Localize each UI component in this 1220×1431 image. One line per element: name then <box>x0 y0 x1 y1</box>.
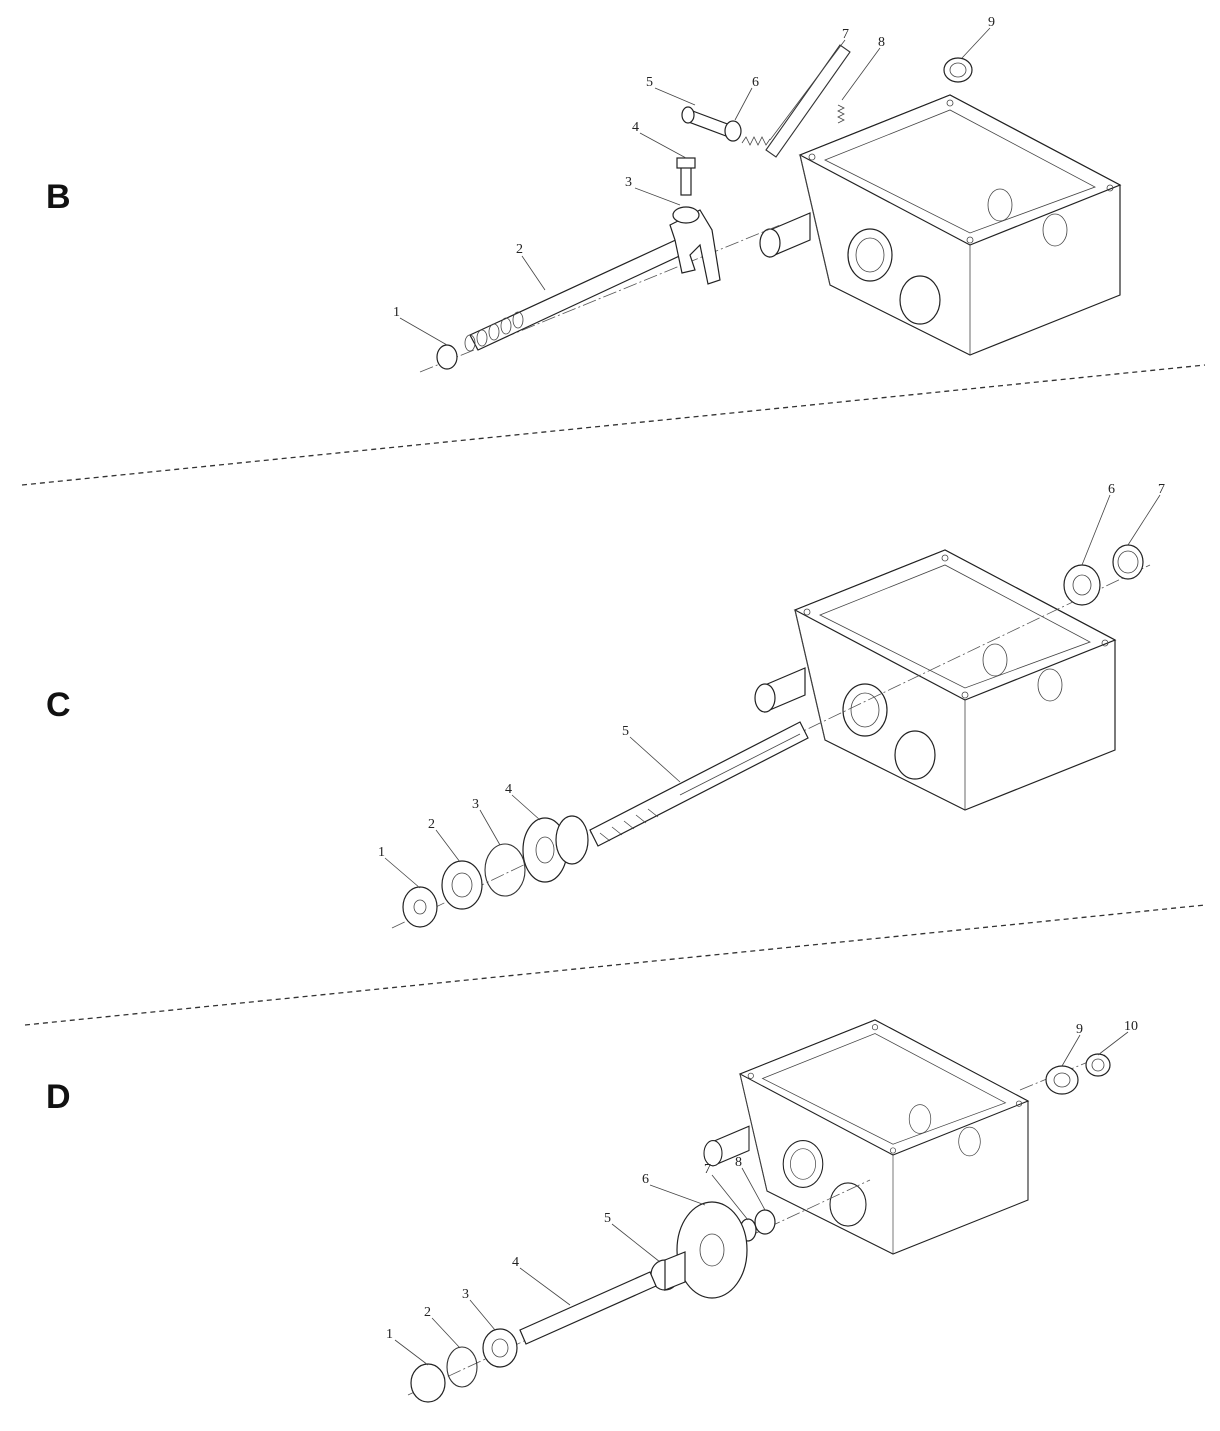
callout-b-7: 7 <box>842 27 849 42</box>
callout-c-3: 3 <box>472 797 479 812</box>
callout-c-4: 4 <box>505 782 512 797</box>
callout-d-7: 7 <box>704 1162 711 1177</box>
callout-c-5: 5 <box>622 724 629 739</box>
section-b-callouts: 1 2 3 4 5 6 7 8 9 <box>393 15 995 320</box>
callout-b-6: 6 <box>752 75 759 90</box>
callout-d-6: 6 <box>642 1172 649 1187</box>
callout-b-2: 2 <box>516 242 523 257</box>
callout-d-1: 1 <box>386 1327 393 1342</box>
section-divider-2 <box>24 904 1206 1026</box>
section-c-drawing <box>384 494 1161 929</box>
callout-b-9: 9 <box>988 15 995 30</box>
section-d-drawing <box>394 1019 1129 1403</box>
callout-d-3: 3 <box>462 1287 469 1302</box>
callout-b-8: 8 <box>878 35 885 50</box>
section-b-drawing <box>399 27 1121 373</box>
callout-b-1: 1 <box>393 305 400 320</box>
callout-b-3: 3 <box>625 175 632 190</box>
callout-d-10: 10 <box>1124 1019 1138 1034</box>
callout-d-4: 4 <box>512 1255 519 1270</box>
callout-c-1: 1 <box>378 845 385 860</box>
section-label-c: C <box>46 686 71 724</box>
callout-c-2: 2 <box>428 817 435 832</box>
section-c-callouts: 1 2 3 4 5 6 7 <box>378 482 1165 860</box>
section-label-d: D <box>46 1078 71 1116</box>
callout-d-9: 9 <box>1076 1022 1083 1037</box>
callout-d-2: 2 <box>424 1305 431 1320</box>
section-label-b: B <box>46 178 71 216</box>
callout-b-5: 5 <box>646 75 653 90</box>
callout-d-8: 8 <box>735 1155 742 1170</box>
callout-b-4: 4 <box>632 120 639 135</box>
callout-d-5: 5 <box>604 1211 611 1226</box>
callout-c-6: 6 <box>1108 482 1115 497</box>
callout-c-7: 7 <box>1158 482 1165 497</box>
section-d-callouts: 1 2 3 4 5 6 7 8 9 10 <box>386 1019 1138 1342</box>
section-divider-1 <box>21 364 1206 486</box>
